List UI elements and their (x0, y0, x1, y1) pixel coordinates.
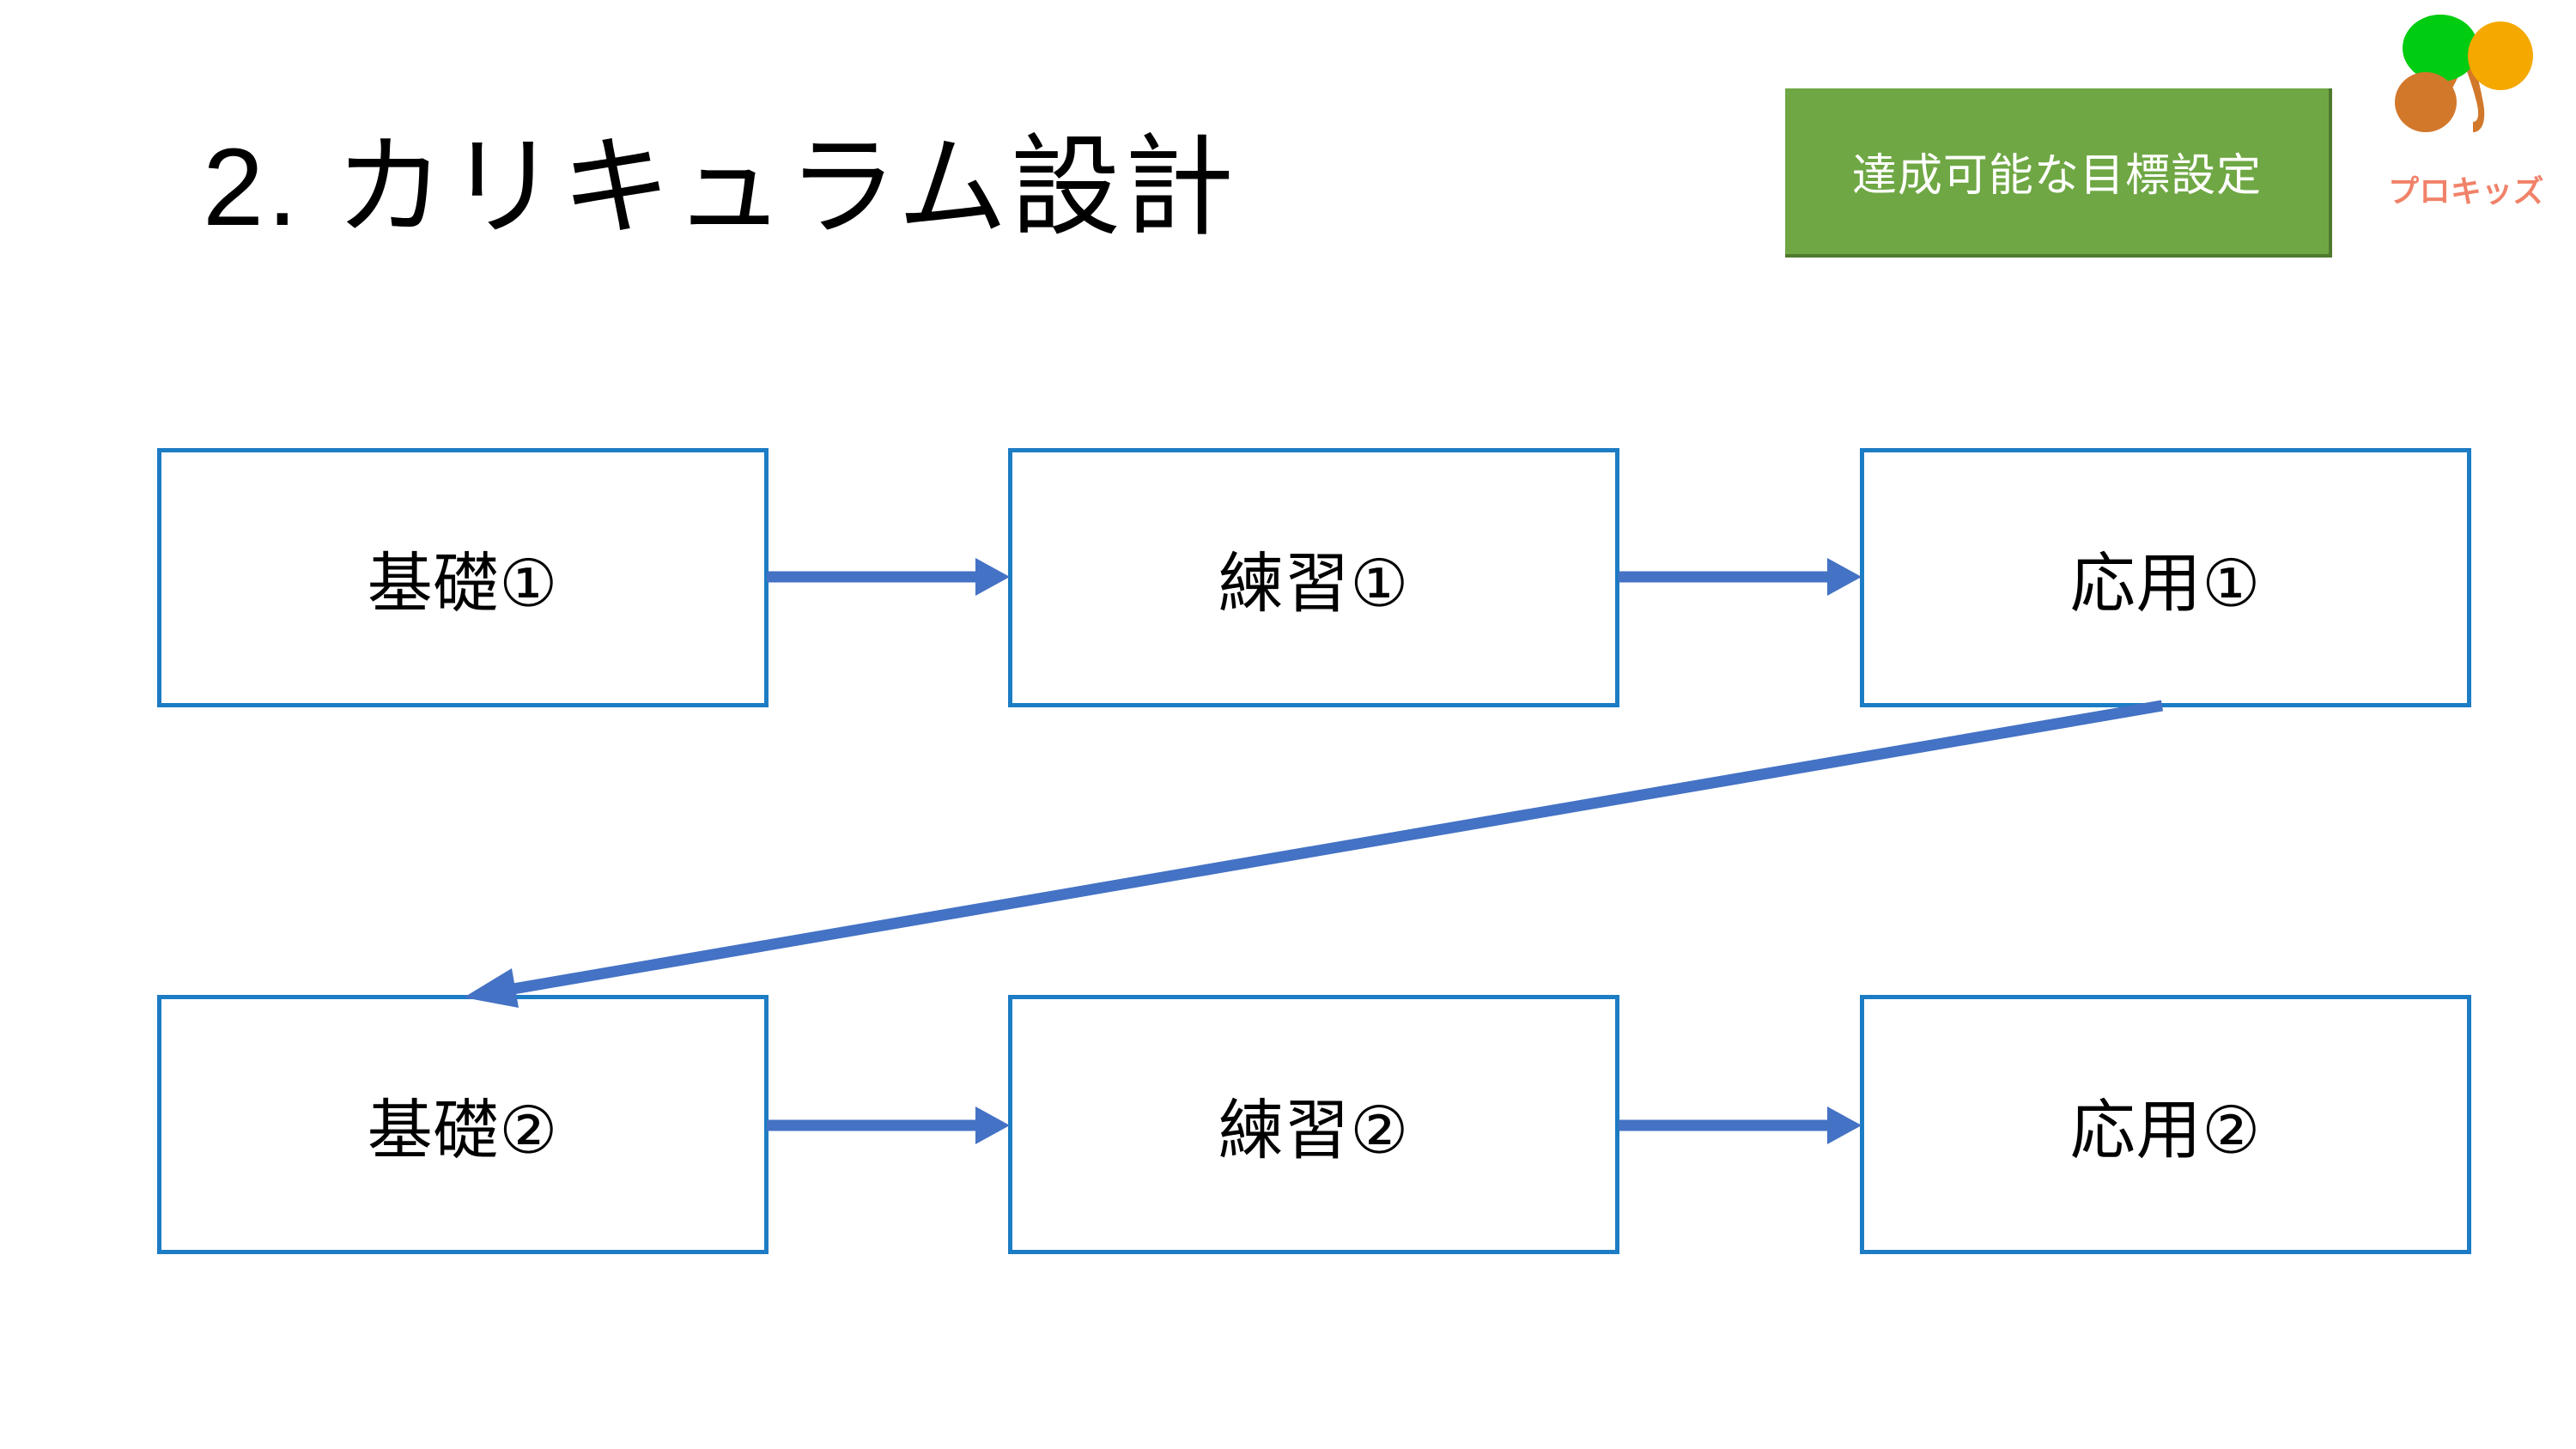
logo-leaf-amber (2468, 21, 2533, 90)
brand-logo: プロキッズ (2380, 7, 2552, 221)
theme-badge-label: 達成可能な目標設定 (1851, 151, 2263, 201)
flow-box-renshu-2[interactable]: 練習② (1008, 995, 1619, 1254)
theme-badge: 達成可能な目標設定 (1785, 88, 2332, 258)
logo-berries-icon (2395, 15, 2533, 132)
flow-box-kiso-2[interactable]: 基礎② (157, 995, 769, 1254)
arrow-oyo1-to-kiso2 (464, 700, 2164, 1008)
arrow-renshu1-to-oyo1 (1619, 558, 1862, 596)
flow-box-label: 練習② (1218, 1094, 1410, 1167)
flow-box-label: 応用② (2069, 1094, 2262, 1167)
arrow-renshu2-to-oyo2 (1619, 1106, 1862, 1144)
arrow-kiso2-to-renshu2 (767, 1106, 1010, 1144)
page-title: 2. カリキュラム設計 (203, 126, 1237, 249)
logo-leaf-green (2403, 15, 2478, 82)
logo-wordmark: プロキッズ (2388, 173, 2544, 209)
flow-box-renshu-1[interactable]: 練習① (1008, 448, 1619, 707)
flow-box-oyo-1[interactable]: 応用① (1860, 448, 2471, 707)
flow-box-oyo-2[interactable]: 応用② (1860, 995, 2471, 1254)
arrow-kiso1-to-renshu1 (767, 558, 1010, 596)
logo-leaf-brown (2395, 72, 2457, 132)
flow-box-kiso-1[interactable]: 基礎① (157, 448, 769, 707)
flow-box-label: 練習① (1218, 548, 1410, 621)
flow-box-label: 応用① (2069, 548, 2262, 621)
flow-box-label: 基礎① (367, 548, 559, 621)
flow-box-label: 基礎② (367, 1094, 559, 1167)
logo-stem-right (2463, 60, 2485, 132)
